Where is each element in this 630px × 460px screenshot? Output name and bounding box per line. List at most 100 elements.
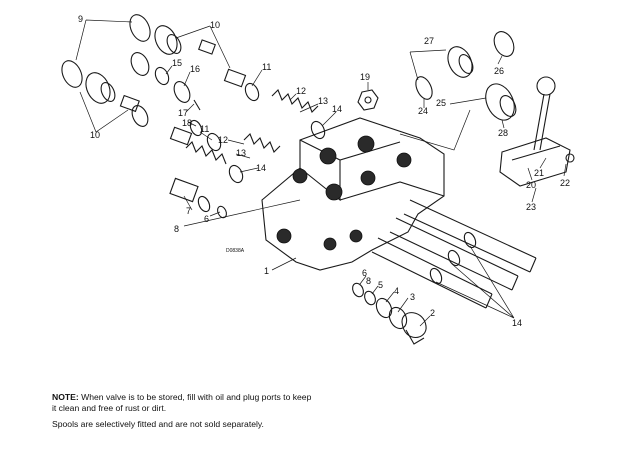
valve-body [261,89,537,309]
detent-body [169,177,199,203]
spool-sleeve-lower [169,126,193,146]
port-7 [276,228,292,244]
fitting-lower [119,94,140,113]
callout-22: 22 [560,178,570,188]
port-1 [319,147,337,165]
seal-kit-group [61,14,326,219]
callout-3: 3 [410,292,415,302]
end-cap-lower-inner [100,82,116,102]
pivot-pin [565,153,575,163]
seal-8 [352,282,364,298]
spring-upper [271,89,319,113]
sleeve-end-lower [206,132,222,152]
callout-24: 24 [418,106,428,116]
spool-1 [403,199,537,273]
callout-27: 27 [424,36,434,46]
end-cap-inner [166,34,182,54]
note-label: NOTE: [52,392,79,402]
callout-16: 16 [190,64,200,74]
spool-2 [389,217,519,291]
callout-21: 21 [534,168,544,178]
end-cap [154,25,178,55]
callout-25: 25 [436,98,446,108]
detent-ring [197,195,211,213]
spools-note: Spools are selectively fitted and are no… [52,419,264,429]
o-ring [130,52,150,76]
screw [193,99,201,111]
callout-12-top: 12 [296,86,306,96]
washer-14 [310,120,326,140]
callout-13-mid: 13 [236,148,246,158]
port-3 [396,152,412,168]
callout-10-left: 10 [90,130,100,140]
callout-labels: 9 10 10 11 11 12 12 13 13 14 14 14 15 16… [78,14,570,328]
spool-seal-2 [447,249,461,267]
handle-knob [536,76,556,96]
fitting [198,39,216,55]
notes-block: NOTE: When valve is to be stored, fill w… [52,392,312,435]
callout-11-top: 11 [262,62,271,72]
callout-12-mid: 12 [218,135,228,145]
o-ring-16 [173,81,191,103]
leader-lines [75,19,567,327]
washer-14b [228,164,244,184]
cap-2 [401,312,427,345]
valve-housing-top [299,139,445,202]
seal-ring-lower [61,60,83,88]
callout-6-upper: 6 [362,268,367,278]
seal-3 [388,306,408,330]
port-8 [323,237,337,251]
seal-24 [415,76,433,100]
callout-28: 28 [498,128,508,138]
callout-19: 19 [360,72,370,82]
callout-8-right: 8 [366,276,371,286]
callout-11-mid: 11 [200,124,209,134]
callout-14-right: 14 [512,318,522,328]
valve-housing-outline [261,117,445,271]
spring-mid [185,141,227,165]
handle-lever [533,93,551,151]
cap-28-inner [499,95,517,117]
callout-6-lower: 6 [204,214,209,224]
callout-4: 4 [394,286,399,296]
port-9 [349,229,363,243]
callout-5: 5 [378,280,383,290]
cap-27 [447,46,473,78]
seal-4 [375,297,393,319]
handle-bracket [499,137,571,187]
note-text: When valve is to be stored, fill with oi… [52,392,312,413]
seal-5 [364,290,376,306]
port-6 [360,170,376,186]
callout-26: 26 [494,66,504,76]
port-4 [292,168,308,184]
storage-note: NOTE: When valve is to be stored, fill w… [52,392,312,414]
callout-14-top: 14 [332,104,342,114]
callout-20: 20 [526,180,536,190]
seal-ring [129,14,151,42]
relief-nut-hole [364,96,372,104]
callout-15: 15 [172,58,182,68]
cap-27-inner [458,54,474,74]
cap-28 [485,83,515,121]
lower-seal-group [352,282,427,345]
sleeve-end [244,82,260,102]
relief-nut [357,89,379,111]
port-2 [357,135,375,153]
callout-23: 23 [526,202,536,212]
callout-1: 1 [264,266,269,276]
spool-seal-1 [463,231,477,249]
handle-group [415,31,575,187]
o-ring-lower [131,105,149,127]
o-ring-small [154,66,170,86]
callout-17: 17 [178,108,188,118]
callout-9: 9 [78,14,83,24]
port-5 [325,183,343,201]
callout-2: 2 [430,308,435,318]
callout-8-left: 8 [174,224,179,234]
callout-18: 18 [182,118,192,128]
o-ring-18 [189,119,203,137]
spring-lower [243,133,281,153]
callout-13-top: 13 [318,96,328,106]
callout-14-mid: 14 [256,163,266,173]
